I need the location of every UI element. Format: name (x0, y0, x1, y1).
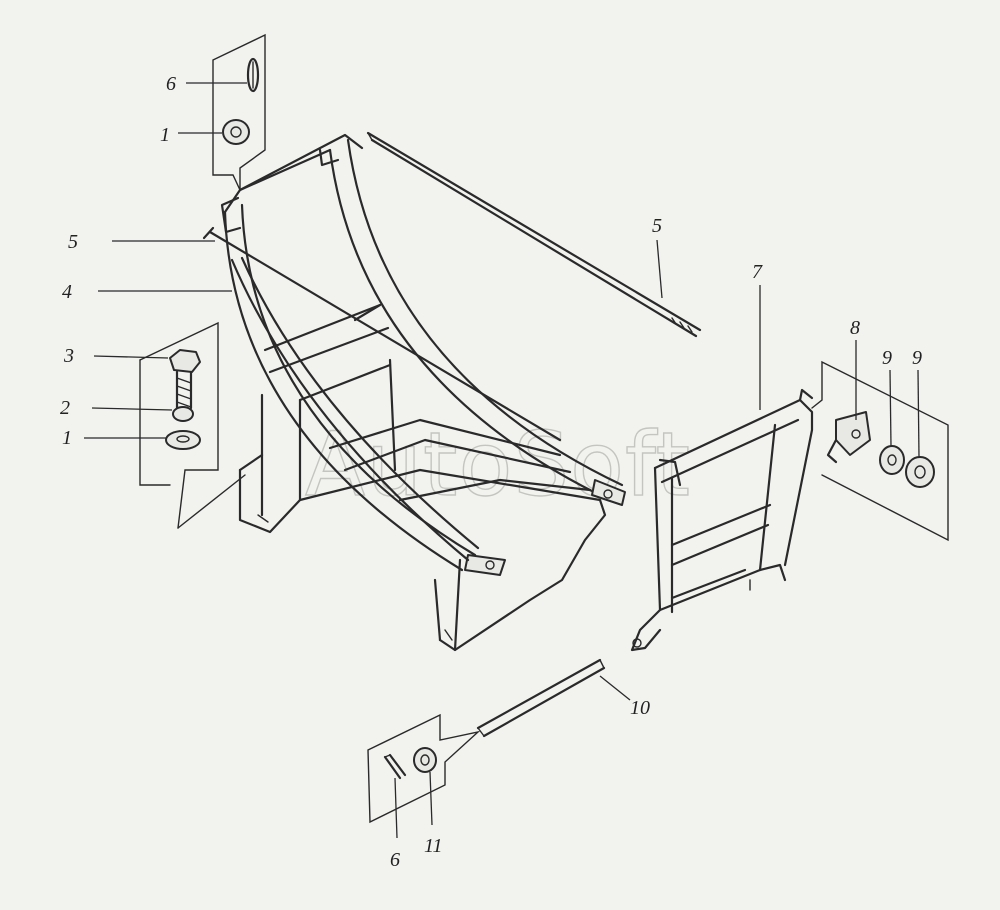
cradle-bracket (220, 133, 626, 652)
watermark: AutoSoft (305, 413, 691, 516)
callout-5-right: 5 (652, 215, 662, 237)
detail-box-bottom (367, 713, 481, 824)
callout-6-top: 6 (166, 73, 176, 95)
leader-lines (84, 82, 920, 839)
callout-9-a: 9 (882, 347, 892, 369)
callout-3: 3 (63, 345, 74, 367)
callout-6-bottom: 6 (390, 849, 400, 871)
callout-11: 11 (424, 835, 443, 857)
callout-5-left: 5 (68, 231, 78, 253)
callouts: 6 1 5 4 3 2 1 5 7 8 9 9 10 6 11 (60, 73, 922, 871)
callout-1-top: 1 (160, 124, 170, 146)
detail-box-top (212, 33, 266, 191)
callout-4: 4 (62, 281, 72, 303)
callout-9-b: 9 (912, 347, 922, 369)
callout-7: 7 (752, 261, 763, 283)
rod-part-10 (476, 658, 606, 738)
callout-1-left: 1 (62, 427, 72, 449)
callout-2: 2 (60, 397, 70, 419)
rod-5-installed (202, 226, 562, 442)
callout-8: 8 (850, 317, 860, 339)
rod-5-loose (366, 131, 702, 338)
detail-box-left (139, 321, 246, 529)
detail-box-right (811, 360, 949, 542)
callout-10: 10 (630, 697, 650, 719)
frame-part-7 (630, 388, 814, 652)
